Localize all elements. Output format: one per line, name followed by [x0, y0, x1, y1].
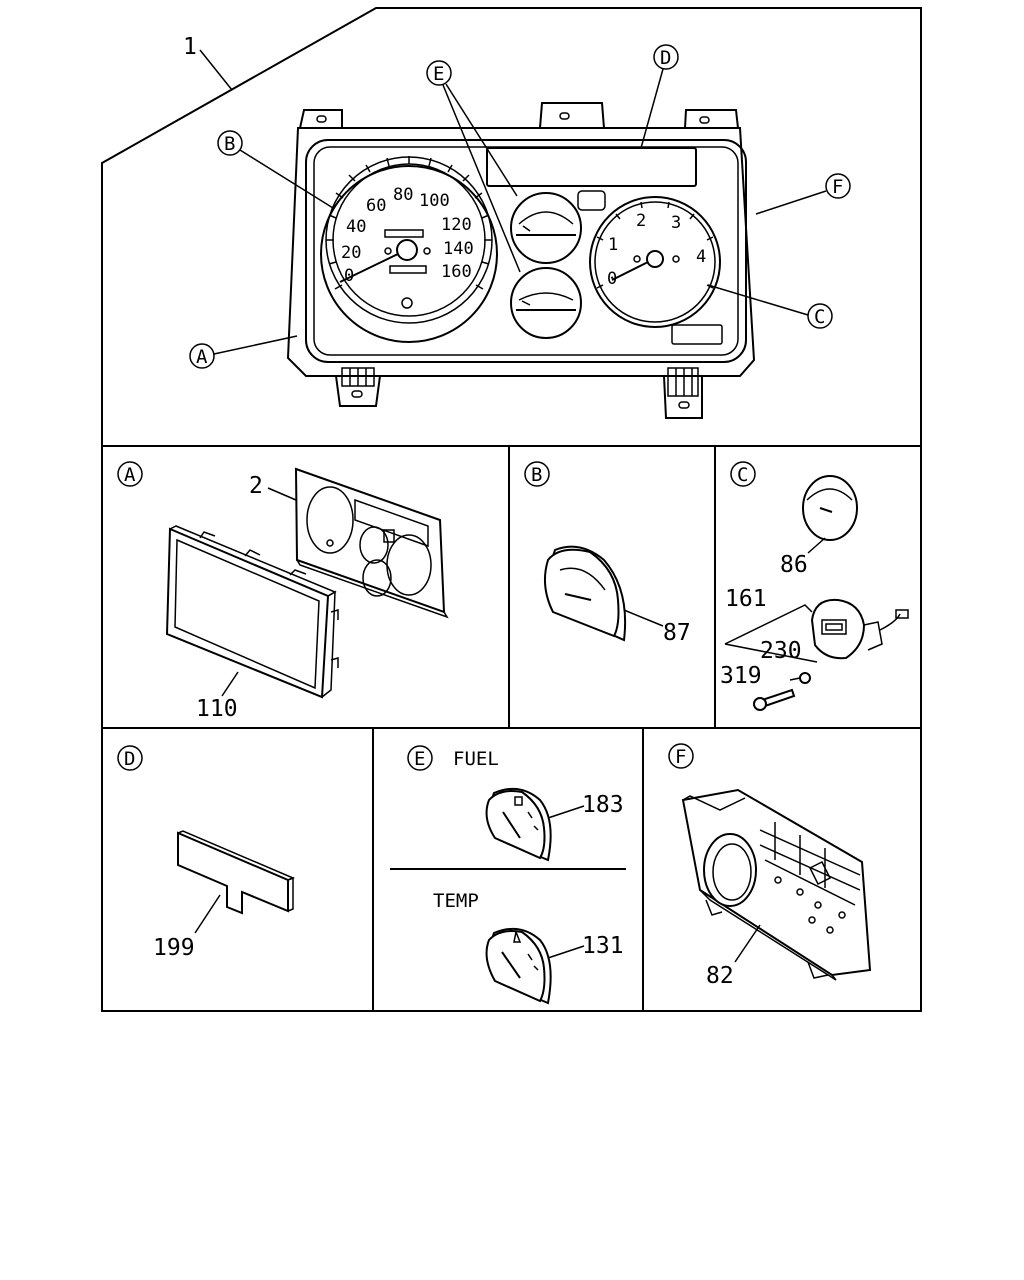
- speedometer-tick-label: 140: [443, 239, 474, 259]
- speedometer-tick-marks: [326, 156, 492, 290]
- tachometer-tick-marks: [596, 201, 714, 289]
- part-number-label: 2: [249, 473, 263, 499]
- tachometer-tick-label: 2: [636, 211, 646, 231]
- callout-b: B: [217, 130, 334, 209]
- speedometer-tick-label: 80: [393, 185, 413, 205]
- callout-f: F: [755, 173, 851, 215]
- speedometer-tick-label: 0: [344, 266, 354, 286]
- part-number-label: 110: [196, 696, 238, 722]
- callout-letter: F: [832, 176, 843, 198]
- panel-c-tachometer-parts: C 86 161 230 319: [720, 461, 909, 711]
- part-number-label: 131: [582, 933, 624, 959]
- callout-letter: C: [814, 306, 825, 328]
- panel-letter: C: [737, 464, 748, 486]
- callout-letter: E: [433, 63, 444, 85]
- speedometer-tick-label: 120: [441, 215, 472, 235]
- tachometer-tick-label: 4: [696, 247, 706, 267]
- assembly-number-label: 1: [183, 34, 197, 60]
- panel-letter: D: [124, 748, 135, 770]
- panel-f-rear-case: F 82: [668, 743, 872, 989]
- callout-d: D: [640, 44, 679, 149]
- speedometer-tick-label: 40: [346, 217, 366, 237]
- panel-e-fuel-and-temp-gauges: E FUEL 183 TEMP 131: [390, 745, 626, 1005]
- diagram-frame: [101, 7, 922, 1012]
- panel-letter: B: [531, 464, 542, 486]
- callout-c: C: [707, 284, 833, 329]
- temp-gauge-label: TEMP: [433, 890, 479, 912]
- callout-letter: A: [196, 346, 208, 368]
- part-number-label: 183: [582, 792, 624, 818]
- panel-b-speedometer-gauge: B 87: [524, 461, 691, 646]
- part-number-label: 87: [663, 620, 691, 646]
- panel-letter: F: [675, 746, 686, 768]
- callout-e: E: [426, 60, 521, 273]
- speedometer-tick-label: 60: [366, 196, 386, 216]
- speedometer-tick-label: 160: [441, 262, 472, 282]
- part-number-label: 82: [706, 963, 734, 989]
- tachometer-tick-label: 1: [608, 235, 618, 255]
- panel-a-bezel-and-lens: A 2 110: [117, 461, 449, 722]
- fuel-gauge-label: FUEL: [453, 748, 499, 770]
- part-number-label: 199: [153, 935, 195, 961]
- part-number-label: 319: [720, 663, 762, 689]
- callout-letter: B: [224, 133, 235, 155]
- callout-letter: D: [660, 47, 671, 69]
- panel-letter: A: [124, 464, 136, 486]
- part-number-label: 230: [760, 638, 802, 664]
- callout-a: A: [189, 335, 298, 369]
- speedometer-tick-label: 20: [341, 243, 361, 263]
- part-number-label: 161: [725, 586, 767, 612]
- tachometer-tick-label: 3: [671, 213, 681, 233]
- panel-d-display-cover: D 199: [117, 745, 295, 961]
- panel-letter: E: [414, 748, 425, 770]
- speedometer-tick-label: 100: [419, 191, 450, 211]
- part-number-label: 86: [780, 552, 808, 578]
- instrument-cluster-assembly: 1: [183, 34, 851, 419]
